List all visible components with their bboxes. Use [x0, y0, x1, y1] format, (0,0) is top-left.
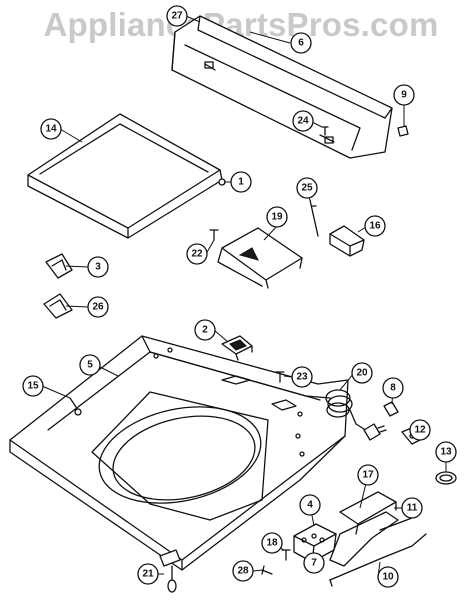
callout-23: 23: [291, 366, 313, 388]
svg-text:12: 12: [414, 425, 426, 436]
svg-text:24: 24: [297, 116, 309, 127]
callout-14: 14: [40, 118, 62, 140]
svg-text:9: 9: [401, 90, 407, 101]
callout-7: 7: [303, 552, 325, 574]
screw-18-part: [281, 549, 291, 561]
svg-text:14: 14: [45, 124, 57, 135]
svg-text:26: 26: [92, 302, 104, 313]
callout-16: 16: [364, 215, 386, 237]
callout-1: 1: [230, 171, 252, 193]
svg-text:23: 23: [296, 372, 308, 383]
callout-6: 6: [290, 32, 312, 54]
svg-text:6: 6: [298, 38, 304, 49]
power-cord-part: [325, 389, 387, 441]
screw-24-part: [321, 126, 329, 136]
screw-23-part: [275, 371, 285, 383]
callout-15: 15: [22, 375, 44, 397]
callout-4: 4: [299, 494, 321, 516]
svg-text:28: 28: [237, 566, 249, 577]
lid-part: [27, 113, 226, 239]
callout-8: 8: [382, 377, 404, 399]
callout-21: 21: [137, 563, 159, 585]
svg-text:18: 18: [266, 538, 278, 549]
svg-text:3: 3: [95, 262, 101, 273]
callout-27: 27: [166, 5, 188, 27]
callout-24: 24: [292, 110, 314, 132]
callout-9: 9: [393, 84, 415, 106]
svg-text:11: 11: [407, 503, 418, 514]
callout-18: 18: [261, 532, 283, 554]
svg-text:21: 21: [142, 569, 154, 580]
svg-text:2: 2: [202, 325, 208, 336]
callout-28: 28: [232, 560, 254, 582]
svg-text:10: 10: [382, 572, 394, 583]
lid-switch-bracket-part: [209, 227, 303, 289]
svg-text:17: 17: [362, 470, 374, 481]
retaining-ring-13-part: [435, 471, 457, 485]
svg-text:25: 25: [301, 183, 313, 194]
callout-5: 5: [79, 354, 101, 376]
svg-text:19: 19: [271, 212, 283, 223]
svg-text:15: 15: [27, 381, 39, 392]
latch-part: [159, 549, 181, 593]
svg-text:1: 1: [238, 177, 244, 188]
latch-bracket-part: [221, 335, 253, 361]
switch-assembly-part: [293, 523, 337, 563]
callout-17: 17: [357, 464, 379, 486]
callout-3: 3: [87, 256, 109, 278]
svg-text:16: 16: [369, 221, 381, 232]
callout-20: 20: [351, 362, 373, 384]
callout-10: 10: [377, 566, 399, 588]
svg-text:13: 13: [440, 447, 452, 458]
callout-11: 11: [401, 497, 423, 519]
callout-12: 12: [409, 419, 431, 441]
top-cover-part: [9, 335, 349, 571]
control-panel-part: [171, 15, 393, 159]
svg-text:22: 22: [191, 249, 203, 260]
svg-text:27: 27: [171, 11, 183, 22]
knob-part: [397, 125, 409, 137]
hinge-bracket-3-part: [45, 253, 73, 279]
svg-text:8: 8: [390, 383, 396, 394]
svg-text:4: 4: [307, 500, 313, 511]
wire-harness-part: [329, 491, 427, 587]
lid-switch-part: [309, 199, 365, 257]
hinge-bracket-26-part: [43, 293, 73, 319]
callout-25: 25: [296, 177, 318, 199]
hinge-pin-part: [69, 397, 82, 416]
callout-26: 26: [87, 296, 109, 318]
clip-part: [383, 401, 399, 417]
callout-19: 19: [266, 206, 288, 228]
callout-13: 13: [435, 441, 457, 463]
svg-text:5: 5: [87, 360, 93, 371]
callout-2: 2: [194, 319, 216, 341]
callout-22: 22: [186, 243, 208, 265]
svg-text:7: 7: [311, 558, 317, 569]
svg-text:20: 20: [356, 368, 368, 379]
